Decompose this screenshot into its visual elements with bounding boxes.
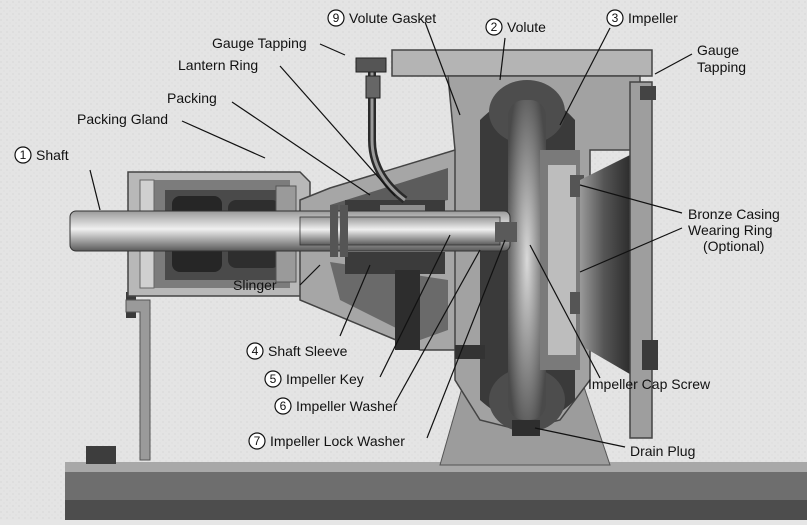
callout-volute: 2 Volute <box>485 18 546 36</box>
callout-impeller: 3 Impeller <box>606 9 678 27</box>
callout-number-circle <box>14 146 32 164</box>
label-gauge-tapping-right-line2: Tapping <box>697 59 746 75</box>
callout-number: 9 <box>333 11 340 25</box>
callout-number: 6 <box>280 399 287 413</box>
callout-number-circle <box>327 9 345 27</box>
label-drain-plug: Drain Plug <box>630 443 695 459</box>
callout-shaft-sleeve: 4 Shaft Sleeve <box>246 342 348 360</box>
label-shaft: Shaft <box>36 147 69 163</box>
volute-casing <box>391 49 653 432</box>
callout-number: 3 <box>612 11 619 25</box>
label-slinger: Slinger <box>233 277 277 293</box>
label-impeller-washer: Impeller Washer <box>296 398 398 414</box>
label-gauge-tapping-right: Gauge Tapping <box>697 42 746 75</box>
gauge-tapping-tube <box>355 57 408 204</box>
label-volute-gasket: Volute Gasket <box>349 10 436 26</box>
callout-impeller-washer: 6 Impeller Washer <box>274 397 398 415</box>
label-volute: Volute <box>507 19 546 35</box>
label-lantern-ring: Lantern Ring <box>178 57 258 73</box>
label-bronze-casing-line3: (Optional) <box>703 238 764 254</box>
label-gauge-tapping-right-line1: Gauge <box>697 42 739 58</box>
callout-number: 7 <box>254 434 261 448</box>
callout-volute-gasket: 9 Volute Gasket <box>327 9 436 27</box>
label-bronze-casing: Bronze Casing Wearing Ring (Optional) <box>688 206 780 254</box>
callout-impeller-key: 5 Impeller Key <box>264 370 364 388</box>
callout-number-circle <box>606 9 624 27</box>
callout-number: 1 <box>20 148 27 162</box>
label-packing: Packing <box>167 90 217 106</box>
label-impeller-key: Impeller Key <box>286 371 364 387</box>
label-impeller-cap-screw: Impeller Cap Screw <box>588 376 711 392</box>
callout-number-circle <box>274 397 292 415</box>
support-foot <box>86 292 151 464</box>
callout-number: 2 <box>491 20 498 34</box>
shaft <box>69 205 517 257</box>
label-bronze-casing-line2: Wearing Ring <box>688 222 773 238</box>
callout-impeller-lock-washer: 7 Impeller Lock Washer <box>248 432 405 450</box>
drain-plug <box>512 420 540 436</box>
label-impeller: Impeller <box>628 10 678 26</box>
leader-lines <box>89 21 693 448</box>
label-impeller-lock-washer: Impeller Lock Washer <box>270 433 405 449</box>
callout-number-circle <box>248 432 266 450</box>
callout-number-circle <box>264 370 282 388</box>
label-gauge-tapping-top: Gauge Tapping <box>212 35 307 51</box>
label-packing-gland: Packing Gland <box>77 111 168 127</box>
callout-number-circle <box>485 18 503 36</box>
suction-inlet <box>580 81 658 439</box>
callout-number: 4 <box>252 344 259 358</box>
base-rail <box>65 462 807 520</box>
callout-number: 5 <box>270 372 277 386</box>
callout-number-circle <box>246 342 264 360</box>
callout-shaft: 1 Shaft <box>14 146 69 164</box>
label-bronze-casing-line1: Bronze Casing <box>688 206 780 222</box>
label-shaft-sleeve: Shaft Sleeve <box>268 343 348 359</box>
